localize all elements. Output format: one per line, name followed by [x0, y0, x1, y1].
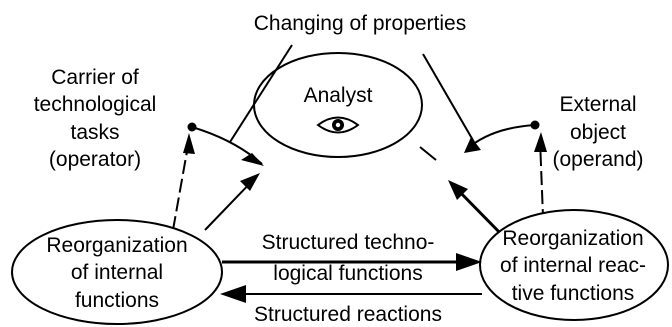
right-dashed-arrow — [539, 139, 545, 243]
flow-bottom-label: Structured reactions — [254, 303, 442, 326]
svg-text:Reorganization: Reorganization — [46, 234, 187, 257]
analyst-label: Analyst — [304, 84, 373, 107]
eye-icon — [316, 116, 360, 134]
diagram-title: Changing of properties — [254, 12, 466, 35]
left-node — [11, 219, 223, 325]
svg-text:Reorganization: Reorganization — [502, 227, 643, 250]
right-influence-line — [422, 53, 475, 143]
svg-text:(operand): (operand) — [552, 148, 643, 171]
external-object-label: External object (operand) — [552, 93, 643, 171]
svg-text:tive functions: tive functions — [512, 282, 635, 305]
svg-text:(operator): (operator) — [49, 148, 141, 171]
flow-top-arrowhead — [456, 253, 482, 271]
right-to-analyst-arrowhead — [448, 180, 468, 200]
svg-text:technological: technological — [34, 93, 157, 116]
svg-text:functions: functions — [75, 289, 159, 312]
left-dashed-arrow — [172, 139, 190, 231]
svg-text:Structured techno-: Structured techno- — [262, 231, 435, 254]
flow-bottom-arrowhead — [220, 285, 246, 303]
right-dashed-arrowhead — [534, 132, 547, 152]
left-to-analyst-arrowhead — [240, 173, 260, 191]
svg-text:Carrier of: Carrier of — [51, 66, 139, 89]
svg-text:of internal: of internal — [71, 261, 163, 284]
left-node-label: Reorganization of internal functions — [46, 234, 187, 312]
right-node — [479, 209, 669, 321]
svg-text:tasks: tasks — [70, 121, 119, 144]
svg-text:object: object — [570, 121, 626, 144]
carrier-arc-arrowhead — [241, 153, 264, 166]
external-arc-arrowhead — [464, 137, 481, 153]
right-node-label: Reorganization of internal reac- tive fu… — [500, 227, 646, 305]
svg-text:logical functions: logical functions — [273, 262, 422, 285]
right-tick-line — [419, 146, 437, 161]
carrier-label: Carrier of technological tasks (operator… — [34, 66, 157, 171]
svg-text:External: External — [559, 93, 636, 116]
left-influence-line — [229, 44, 293, 143]
left-dashed-arrowhead — [183, 133, 195, 154]
svg-text:of internal reac-: of internal reac- — [500, 254, 646, 277]
flow-top-label: Structured techno- logical functions — [262, 231, 435, 285]
